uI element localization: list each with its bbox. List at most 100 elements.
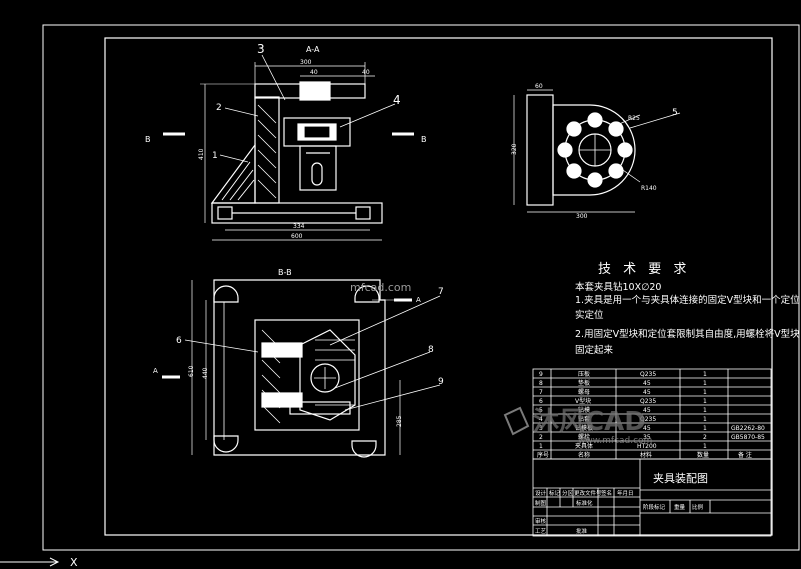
bom-no: 8 [539, 380, 543, 387]
cmd-x-label: X [70, 556, 78, 569]
bom-mat: Q235 [640, 398, 656, 405]
bom-rows: 9 压板 Q235 1 8 垫板 45 1 7 螺母 45 1 6 V型块 Q2… [537, 370, 765, 459]
view-aa [163, 54, 414, 241]
tech-line-2: 1.夹具是用一个与夹具体连接的固定V型块和一个定位 [575, 295, 800, 306]
bom-header-mat: 材料 [640, 451, 652, 459]
dim-right-r140: R140 [641, 185, 657, 192]
dim-top-300: 300 [300, 59, 312, 66]
tb-mark: 标记 [549, 489, 561, 497]
bom-no: 2 [539, 434, 543, 441]
bom-name: 钻套 [578, 415, 590, 423]
bom-header-name: 名称 [578, 451, 590, 459]
bom-mat: Q235 [640, 371, 656, 378]
bom-name: V型块 [575, 397, 591, 405]
dim-top-40b: 40 [362, 69, 370, 76]
ucs-icon [0, 557, 60, 567]
tech-line-5: 固定起来 [575, 345, 614, 356]
section-b-left: B [145, 135, 151, 144]
tb-scale: 比例 [692, 503, 704, 511]
mfcad-logo-watermark: 沐风CAD www.mfcad.com [503, 406, 652, 446]
tb-process: 工艺 [535, 528, 547, 535]
inner-frame [104, 37, 773, 536]
callout-4: 4 [393, 93, 401, 107]
callout-9: 9 [438, 377, 444, 387]
watermark-small: www.mfcad.com [578, 436, 652, 446]
bom-header-no: 序号 [537, 451, 549, 459]
bom-table [532, 368, 772, 537]
tb-approve: 批准 [576, 527, 588, 535]
view-bb [162, 279, 441, 458]
callout-2: 2 [216, 103, 222, 113]
dim-right-60: 60 [535, 83, 543, 90]
bom-std: GB2262-80 [731, 425, 765, 432]
bom-name: 螺栓 [578, 433, 590, 441]
bom-no: 5 [539, 407, 543, 414]
callout-3: 3 [257, 42, 265, 56]
bom-no: 4 [539, 416, 543, 423]
callout-1: 1 [212, 151, 218, 161]
dim-right-r25: R25 [628, 115, 640, 122]
tb-review: 审核 [535, 517, 547, 525]
tb-zone: 分区 [562, 489, 574, 497]
bom-no: 3 [539, 425, 543, 432]
drawing-title: 夹具装配图 [653, 472, 708, 485]
bom-qty: 1 [703, 443, 707, 450]
bom-mat: 45 [643, 425, 651, 432]
tb-standard: 标准化 [576, 499, 593, 507]
bom-mat: 45 [643, 389, 651, 396]
bom-mat: HT200 [637, 443, 657, 450]
bom-qty: 1 [703, 389, 707, 396]
bom-mat: 35 [643, 434, 651, 441]
section-a-left: A [153, 367, 158, 375]
bom-no: 7 [539, 389, 543, 396]
bom-qty: 1 [703, 380, 707, 387]
dim-bb-285: 285 [396, 415, 403, 427]
bom-std: GB5870-85 [731, 434, 765, 441]
callout-5: 5 [672, 108, 678, 118]
tb-drawn: 制图 [535, 499, 547, 507]
bom-no: 9 [539, 371, 543, 378]
dim-bb-440: 440 [202, 367, 209, 379]
watermark-mfcad: mfcad.com [350, 281, 411, 294]
bom-qty: 1 [703, 416, 707, 423]
tb-stage: 阶段标记 [643, 503, 666, 511]
bom-name: 垫板 [578, 379, 590, 387]
bom-mat: 45 [643, 380, 651, 387]
dim-bottom-334: 334 [293, 223, 305, 230]
tech-line-1: 本套夹具钻10X∅20 [575, 282, 662, 293]
section-aa-label: A-A [306, 45, 320, 54]
bom-name: 压板 [578, 370, 590, 378]
section-bb-label: B-B [278, 268, 292, 277]
bom-header-qty: 数量 [697, 451, 709, 459]
callout-6: 6 [176, 336, 182, 346]
tb-weight: 重量 [674, 503, 686, 511]
dim-bottom-600: 600 [291, 233, 303, 240]
bom-qty: 1 [703, 407, 707, 414]
bom-name: 夹具体 [575, 442, 593, 450]
outer-frame [42, 24, 800, 551]
dim-right-300: 300 [576, 213, 588, 220]
tb-design: 设计 [535, 489, 547, 497]
view-right [513, 89, 681, 213]
dim-right-320: 320 [511, 143, 518, 155]
tb-sign: 签名 [601, 489, 612, 497]
bom-qty: 2 [703, 434, 707, 441]
section-b-right: B [421, 135, 427, 144]
tech-line-3: 实定位 [575, 310, 604, 321]
tech-requirements-title: 技 术 要 求 [598, 262, 691, 277]
bom-qty: 1 [703, 425, 707, 432]
bom-no: 1 [539, 443, 543, 450]
tech-line-4: 2.用固定V型块和定位套限制其自由度,用螺栓将V型块 [575, 329, 800, 340]
bom-mat: Q235 [640, 416, 656, 423]
dim-top-40a: 40 [310, 69, 318, 76]
dim-bb-610: 610 [188, 365, 195, 377]
bom-name: 钻模板 [575, 424, 593, 432]
section-a-right: A [416, 296, 421, 304]
tb-change: 更改文件号 [574, 489, 602, 497]
bom-header-std: 备 注 [738, 451, 752, 459]
bom-name: 钻模 [578, 406, 590, 414]
dim-left-410: 410 [198, 148, 205, 160]
title-block-cells: 设计 标记 分区 更改文件号 签名 年月日 制图 标准化 阶段标记 重量 比例 … [535, 489, 704, 535]
watermark-big: 沐风CAD [533, 407, 646, 437]
